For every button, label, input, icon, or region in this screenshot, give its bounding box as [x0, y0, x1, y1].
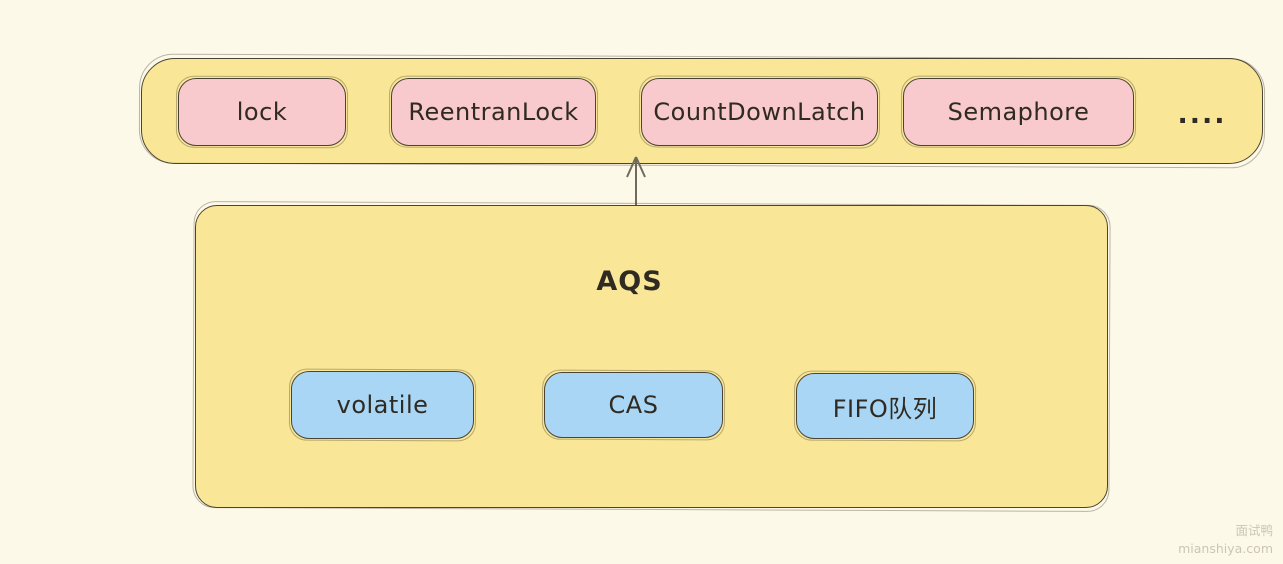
node-lock-label: lock — [236, 98, 288, 126]
up-arrow-icon — [626, 156, 646, 205]
node-semaphore-label: Semaphore — [947, 98, 1090, 126]
node-countdownlatch-label: CountDownLatch — [653, 98, 866, 126]
node-cas-label: CAS — [608, 391, 659, 419]
aqs-container: AQS volatile CAS FIFO队列 — [195, 205, 1108, 508]
node-reentranlock: ReentranLock — [391, 78, 596, 146]
watermark: 面试鸭 mianshiya.com — [1178, 522, 1273, 558]
aqs-title: AQS — [596, 266, 663, 297]
node-semaphore: Semaphore — [903, 78, 1134, 146]
node-reentranlock-label: ReentranLock — [408, 98, 579, 126]
node-volatile: volatile — [291, 371, 474, 439]
ellipsis-more-label: .... — [1177, 99, 1227, 130]
node-volatile-label: volatile — [336, 391, 429, 419]
lock-implementations-container: lock ReentranLock CountDownLatch Semapho… — [141, 58, 1263, 164]
watermark-site: mianshiya.com — [1178, 540, 1273, 556]
node-countdownlatch: CountDownLatch — [641, 78, 878, 146]
node-lock: lock — [178, 78, 346, 146]
watermark-name: 面试鸭 — [1235, 522, 1273, 538]
node-fifo-queue-label: FIFO队列 — [832, 394, 938, 423]
node-fifo-queue: FIFO队列 — [796, 373, 974, 439]
node-cas: CAS — [544, 372, 723, 438]
